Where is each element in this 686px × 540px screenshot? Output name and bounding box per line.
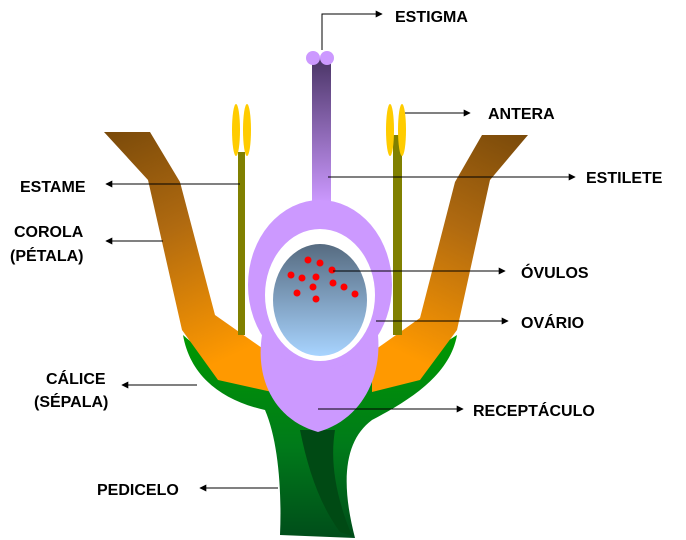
petal-left: [104, 132, 272, 392]
ovule: [329, 279, 337, 287]
anther-left-b: [243, 104, 251, 156]
ovule: [340, 283, 348, 291]
label-pedicelo: PEDICELO: [97, 482, 179, 499]
label-ovulos: ÓVULOS: [521, 263, 589, 282]
label-corola-line2: (PÉTALA): [10, 246, 83, 265]
label-ovario: OVÁRIO: [521, 313, 584, 332]
ovule: [304, 256, 312, 264]
label-calice-line2: (SÉPALA): [34, 392, 108, 411]
label-corola-line1: COROLA: [14, 224, 84, 241]
label-calice-line1: CÁLICE: [46, 369, 106, 388]
anther-left-a: [232, 104, 240, 156]
ovule: [351, 290, 359, 298]
ovules: [287, 256, 359, 303]
ovary-cavity: [273, 244, 367, 356]
leader-lines: [105, 10, 576, 492]
stigma-lobe-right: [320, 51, 334, 65]
petal-right: [372, 135, 528, 392]
anther-right-a: [386, 104, 394, 156]
filament-right: [393, 135, 402, 335]
ovule: [316, 259, 324, 267]
ovule: [328, 266, 336, 274]
ovule: [298, 274, 306, 282]
ovule: [287, 271, 295, 279]
style: [312, 58, 331, 203]
anther-right-b: [398, 104, 406, 156]
stigma-lobe-left: [306, 51, 320, 65]
leader-estigma: [321, 10, 383, 50]
label-estilete: ESTILETE: [586, 170, 663, 187]
ovule: [293, 289, 301, 297]
label-receptaculo: RECEPTÁCULO: [473, 401, 595, 420]
label-antera: ANTERA: [488, 106, 555, 123]
label-estame: ESTAME: [20, 179, 86, 196]
ovule: [312, 273, 320, 281]
pedicel-fold: [300, 430, 352, 536]
ovule: [309, 283, 317, 291]
ovule: [312, 295, 320, 303]
filament-left: [238, 152, 245, 335]
label-estigma: ESTIGMA: [395, 9, 468, 26]
